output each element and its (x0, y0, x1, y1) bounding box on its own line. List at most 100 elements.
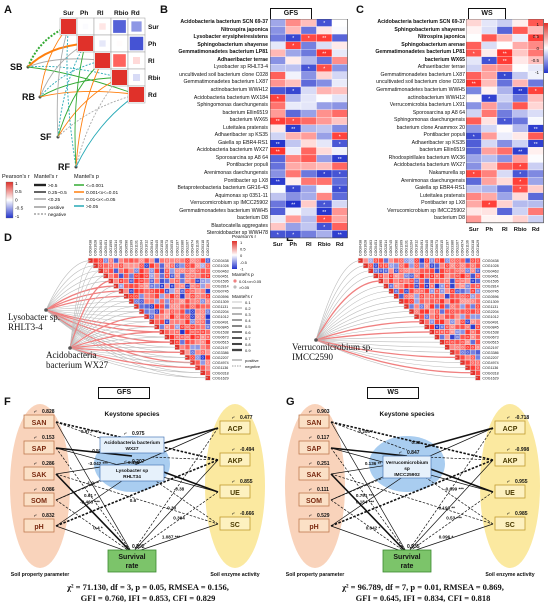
cog-row-label: COG0515 (212, 341, 228, 345)
heatmap-cell (466, 117, 482, 125)
corr-cell (200, 309, 205, 314)
corr-cell (470, 299, 475, 304)
heatmap-cell (285, 101, 302, 110)
corr-cell (414, 304, 419, 309)
corr-cell (465, 360, 470, 365)
heatmap-cell (481, 41, 498, 50)
network-link (45, 280, 111, 311)
sig-mark (181, 284, 184, 288)
corr-cell (169, 299, 175, 304)
corr-cell (429, 299, 435, 304)
species-row-label: Luteitalea pratensis (223, 124, 268, 131)
heatmap-cell (331, 19, 348, 27)
heatmap-cell (300, 49, 317, 57)
r2-symbol: r² (124, 545, 127, 549)
sig-mark (435, 259, 439, 262)
heatmap-cell (331, 200, 348, 208)
corr-cell (429, 319, 435, 324)
network-link (315, 339, 443, 343)
corr-cell (154, 258, 160, 263)
diag-cell (378, 278, 384, 284)
corr-cell (175, 294, 180, 299)
heatmap-cell (270, 215, 286, 224)
r2-symbol: r² (309, 488, 312, 492)
sig-mark (186, 290, 189, 293)
hub-node (44, 308, 48, 312)
corr-cell (195, 299, 200, 304)
heatmap-cell (527, 109, 544, 118)
significance-mark: * (308, 36, 310, 42)
enzyme-name: ACP (503, 426, 518, 433)
sig-mark (150, 274, 153, 277)
sig-mark (201, 341, 204, 344)
sig-mark (171, 300, 174, 303)
diag-cell (455, 355, 460, 360)
heatmap-cell (300, 71, 317, 80)
corr-cell (175, 319, 180, 324)
corr-cell (180, 329, 185, 335)
corr-cell (98, 263, 103, 268)
sig-mark (395, 269, 398, 272)
heatmap-cell (527, 215, 544, 224)
heatmap-cell (496, 139, 513, 148)
heatmap-cell (512, 109, 529, 118)
sig-mark (201, 279, 204, 283)
sig-mark (186, 259, 189, 262)
heatmap-cell (466, 101, 482, 110)
network-link (45, 265, 96, 311)
sig-mark (150, 269, 153, 272)
sig-mark (466, 284, 469, 288)
path-coefficient: 0.38 (412, 440, 421, 445)
heatmap-cell (481, 184, 498, 193)
corr-cell (388, 258, 394, 263)
sig-mark (191, 310, 194, 313)
cog-row-label: COG0515 (482, 341, 498, 345)
corr-cell (180, 334, 185, 340)
correlation-square (61, 19, 76, 34)
species-row-label: Pontibacter sp LX8 (421, 200, 465, 207)
heatmap-cell (466, 184, 482, 193)
cog-row-label: COG2204 (482, 310, 498, 314)
enzyme-box (219, 452, 251, 467)
path-arrow (330, 473, 494, 525)
cog-row-label: COG1595 (482, 280, 498, 284)
sig-mark (176, 315, 179, 318)
heatmap-cell (316, 124, 333, 133)
significance-mark: * (504, 119, 506, 125)
network-link (315, 336, 438, 341)
cog-row-label: COG2814 (212, 285, 228, 289)
corr-cell (465, 319, 470, 324)
heatmap-cell (496, 207, 513, 216)
heatmap-cell (527, 207, 544, 216)
heatmap-cell (300, 117, 317, 125)
corr-cell (200, 304, 205, 309)
corr-cell (205, 258, 211, 263)
corr-cell (455, 258, 460, 263)
sig-mark (415, 279, 418, 283)
sig-mark (191, 269, 194, 272)
cog-row-label: COG0845 (212, 325, 228, 329)
survival-box (382, 549, 432, 573)
corr-cell (180, 263, 185, 268)
corr-cell (200, 334, 205, 340)
soil-param-name: SOM (31, 498, 47, 505)
sig-mark (374, 269, 377, 272)
corr-cell (445, 339, 450, 345)
corr-cell (424, 278, 430, 284)
heatmap-cell (300, 177, 317, 186)
species-row-label: bacterium Ellin6519 (222, 109, 268, 116)
significance-mark: ** (472, 81, 476, 87)
diag-cell (404, 304, 409, 309)
species-box (382, 455, 432, 479)
sig-mark (446, 279, 449, 283)
sig-mark (390, 274, 393, 277)
network-link (69, 290, 122, 349)
corr-cell (180, 258, 185, 263)
corr-cell (475, 294, 481, 299)
corr-cell (439, 263, 445, 268)
network-link (69, 301, 132, 349)
corr-cell (159, 314, 165, 319)
path-arrow (55, 499, 133, 554)
corr-cell (169, 278, 175, 284)
